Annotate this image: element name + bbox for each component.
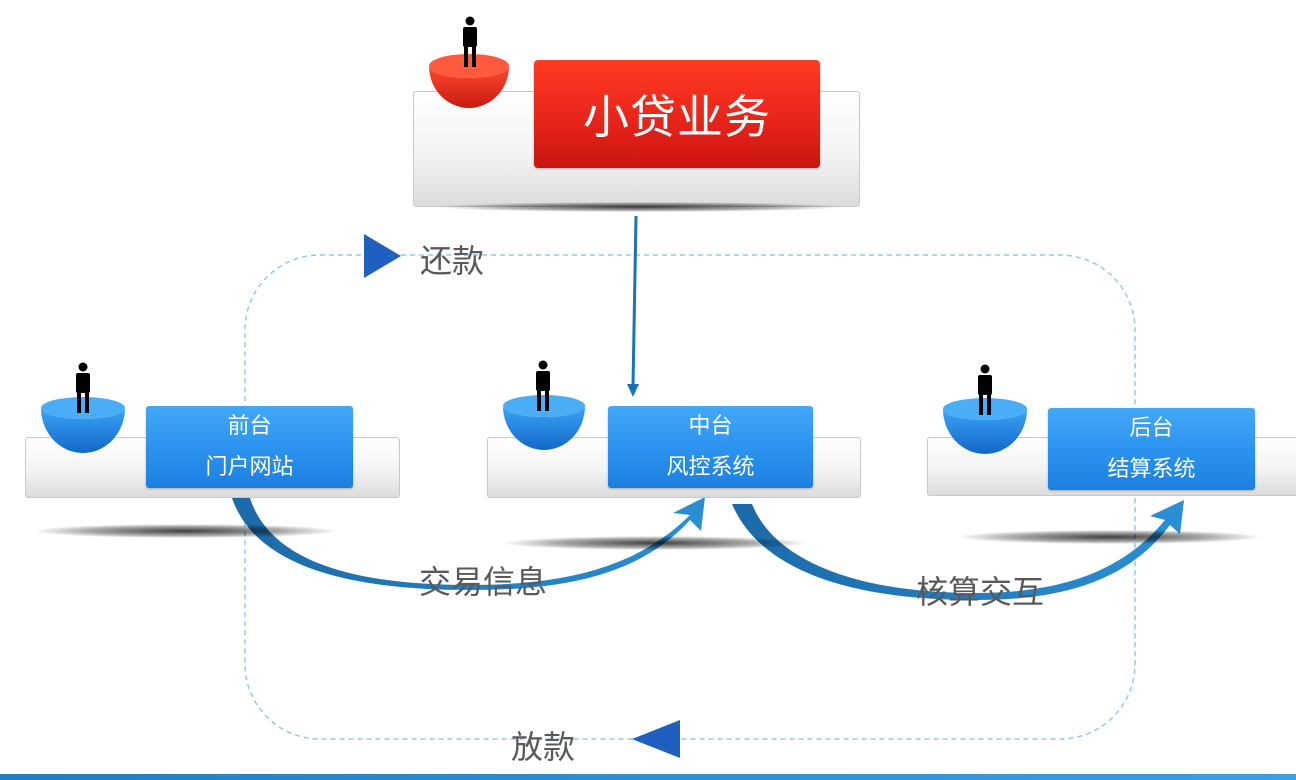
- middle-platform-shadow: [505, 536, 805, 550]
- red-bowl-icon: [429, 54, 509, 108]
- front-system-title: 前台: [227, 414, 272, 439]
- front-system-name: 门户网站: [205, 455, 294, 480]
- main-business-box: 小贷业务: [534, 60, 820, 168]
- transaction-info-label: 交易信息: [419, 563, 548, 601]
- main-business-label: 小贷业务: [583, 90, 771, 144]
- front-platform-shadow: [35, 524, 335, 538]
- bottom-rule: [0, 774, 1296, 780]
- back-system-title: 后台: [1129, 416, 1174, 441]
- front-system-box: 前台 门户网站: [146, 406, 353, 488]
- person-icon: [536, 360, 550, 411]
- back-platform-shadow: [960, 530, 1260, 544]
- back-system-box: 后台 结算系统: [1048, 408, 1255, 490]
- middle-system-name: 风控系统: [666, 455, 755, 480]
- middle-system-box: 中台 风控系统: [608, 406, 813, 488]
- back-system-name: 结算系统: [1107, 457, 1196, 482]
- repayment-label: 还款: [420, 242, 485, 280]
- loan-label: 放款: [511, 728, 576, 766]
- repayment-arrow-icon: [364, 234, 401, 278]
- person-icon: [76, 362, 90, 413]
- blue-bowl-icon: [41, 397, 125, 453]
- blue-bowl-icon: [943, 398, 1027, 454]
- blue-bowl-icon: [503, 395, 585, 450]
- main-platform-shadow: [440, 202, 840, 212]
- accounting-label: 核算交互: [916, 573, 1045, 611]
- person-icon: [978, 364, 992, 415]
- person-icon: [463, 16, 477, 67]
- middle-system-title: 中台: [688, 414, 733, 439]
- down-arrow: [627, 215, 639, 397]
- loan-arrow-icon: [632, 720, 680, 758]
